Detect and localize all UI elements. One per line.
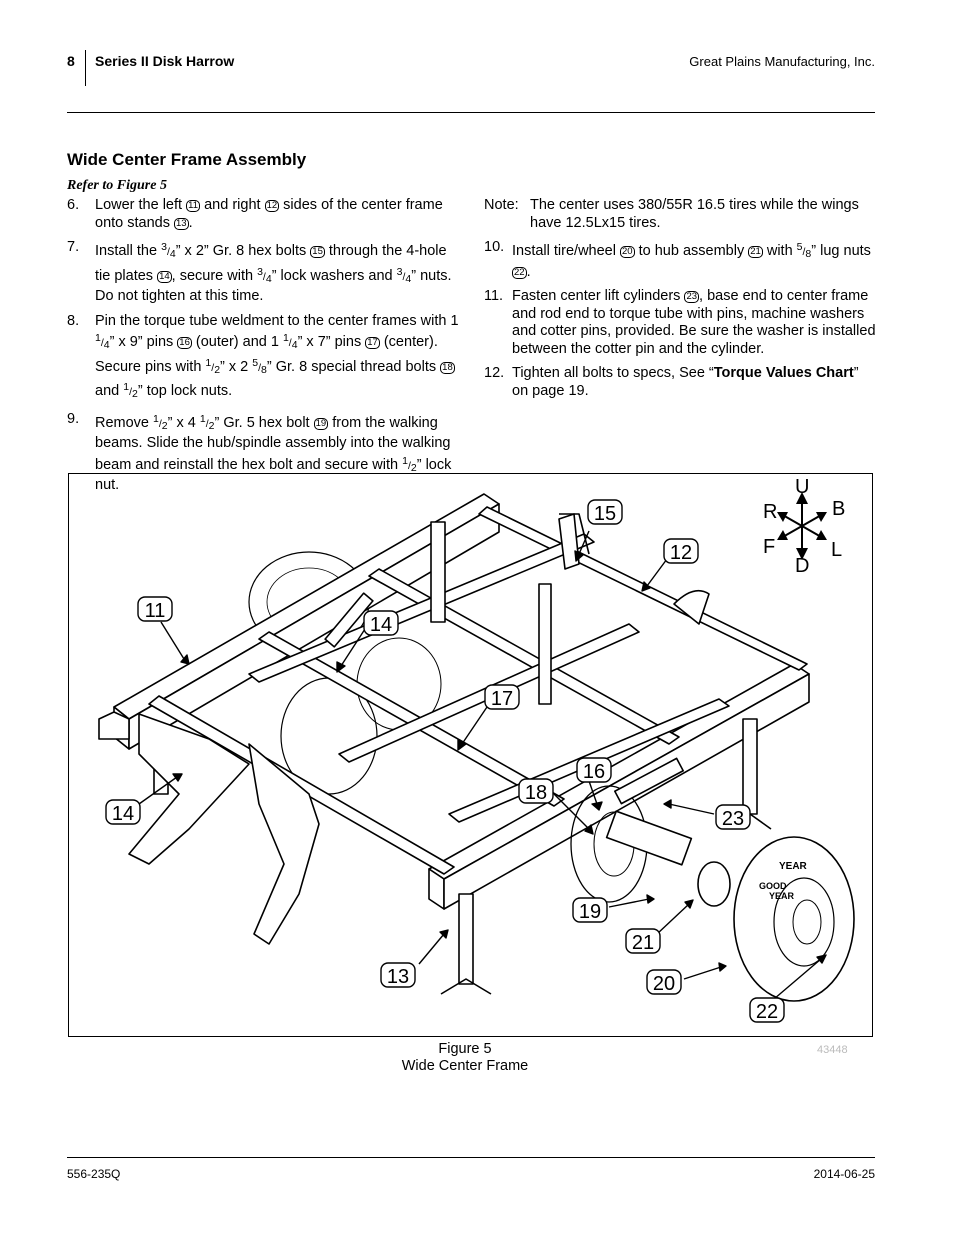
wide-center-frame-illustration: YEAR GOOD YEAR [98, 476, 855, 1023]
callout-ref: 20 [620, 246, 635, 258]
callout-ref: 22 [512, 266, 527, 279]
tire-brand-text: YEAR [779, 861, 808, 872]
svg-text:14: 14 [370, 614, 392, 636]
svg-text:14: 14 [112, 803, 134, 825]
figure-5-frame: YEAR GOOD YEAR [68, 473, 873, 1037]
tire-note: Note: The center uses 380/55R 16.5 tires… [484, 197, 859, 231]
step-7: 7. Install the 3/4” x 2” Gr. 8 hex bolts… [67, 239, 452, 304]
callout-17 [484, 684, 520, 710]
callout-11 [137, 596, 173, 622]
svg-text:16: 16 [583, 761, 605, 783]
callout-12 [663, 538, 699, 564]
right-arm [248, 743, 320, 945]
svg-text:18: 18 [525, 782, 547, 804]
callout-19 [572, 897, 608, 923]
compass-down-label: D [795, 555, 809, 577]
callout-16 [576, 757, 612, 783]
svg-text:13: 13 [387, 966, 409, 988]
left-arm [128, 713, 250, 865]
svg-text:21: 21 [632, 932, 654, 954]
callout-ref: 15 [310, 246, 325, 258]
figure-reference: Refer to Figure 5 [67, 178, 167, 193]
compass-front-label: F [763, 536, 775, 558]
tire-brand-text: GOOD [759, 881, 787, 891]
footer-rule [67, 1157, 875, 1158]
svg-text:11: 11 [145, 600, 166, 622]
step-6: 6. Lower the left 11 and right 12 sides … [67, 197, 443, 231]
footer-date: 2014-06-25 [813, 1167, 875, 1181]
callout-14-lower [105, 799, 141, 825]
callout-ref: 19 [313, 417, 329, 430]
svg-text:17: 17 [491, 688, 513, 710]
instructions-right-column: Note: The center uses 380/55R 16.5 tires… [484, 197, 876, 407]
callout-15 [587, 499, 623, 525]
instructions-left-column: 6. Lower the left 11 and right 12 sides … [67, 197, 462, 502]
callout-ref: 13 [174, 217, 189, 230]
callout-ref: 11 [186, 200, 201, 212]
callout-21 [625, 928, 661, 954]
callout-ref: 14 [157, 270, 172, 283]
svg-text:20: 20 [653, 973, 675, 995]
callout-22 [749, 997, 785, 1023]
compass-left-label: L [831, 539, 842, 561]
callout-ref: 17 [365, 337, 380, 349]
svg-text:12: 12 [670, 542, 692, 564]
hub-assembly [697, 861, 731, 907]
hub-spindle [605, 810, 693, 866]
step-9: 9. Remove 1/2” x 4 1/2” Gr. 5 hex bolt 1… [67, 410, 452, 494]
callout-14-upper [363, 610, 399, 636]
lift-cylinder [614, 757, 684, 805]
header-rule [67, 112, 875, 113]
compass-up-label: U [795, 476, 809, 498]
document-title: Series II Disk Harrow [95, 53, 235, 69]
company-name: Great Plains Manufacturing, Inc. [689, 54, 875, 69]
stand-front [458, 893, 474, 985]
callout-ref: 12 [264, 200, 280, 212]
step-8: 8. Pin the torque tube weldment to the c… [67, 312, 459, 401]
orientation-compass-icon [777, 492, 827, 560]
fender [673, 589, 710, 625]
step-10: 10. Install tire/wheel 20 to hub assembl… [484, 239, 871, 280]
callout-ref: 16 [177, 337, 192, 349]
section-title: Wide Center Frame Assembly [67, 150, 307, 169]
step-11: 11. Fasten center lift cylinders 23, bas… [484, 288, 876, 357]
header-divider [85, 50, 86, 86]
stand-right [742, 718, 758, 815]
callout-23 [715, 804, 751, 830]
callout-13 [380, 962, 416, 988]
front-cross-tube [148, 695, 455, 875]
svg-text:22: 22 [756, 1001, 778, 1023]
step-12: 12. Tighten all bolts to specs, See “Tor… [484, 365, 859, 399]
callout-ref: 21 [748, 246, 763, 258]
callout-20 [646, 969, 682, 995]
callout-18 [518, 778, 554, 804]
figure-code: 43448 [817, 1044, 848, 1056]
svg-text:15: 15 [594, 503, 616, 525]
tire-brand-text: YEAR [769, 891, 795, 901]
figure-caption: Figure 5 Wide Center Frame [401, 1041, 529, 1074]
footer-doc-number: 556-235Q [67, 1167, 121, 1181]
callout-ref: 18 [440, 361, 455, 374]
callout-ref: 23 [684, 291, 700, 303]
compass-right-label: R [763, 501, 777, 523]
page-number: 8 [67, 53, 75, 69]
svg-text:19: 19 [579, 901, 601, 923]
svg-text:23: 23 [722, 808, 744, 830]
compass-back-label: B [832, 498, 845, 520]
